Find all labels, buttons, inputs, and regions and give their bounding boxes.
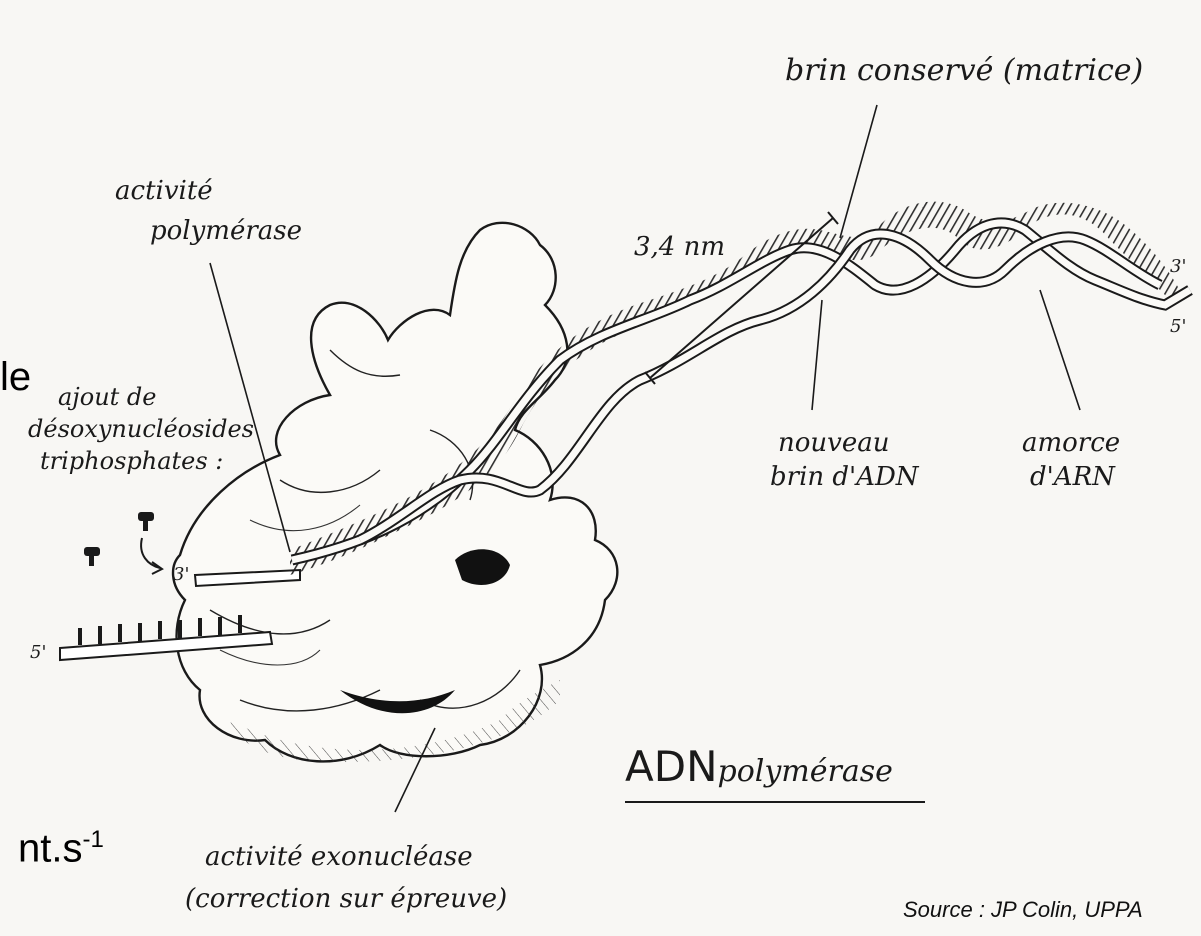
label-primer-1: amorce	[1022, 428, 1120, 458]
overlay-fragment-rate: nt.s-1	[18, 826, 104, 871]
label-exonuclease-2: (correction sur épreuve)	[185, 884, 507, 914]
title-main: ADN	[625, 742, 718, 791]
label-prime5-right: 5'	[1170, 312, 1186, 342]
overlay-fragment-sup: -1	[82, 826, 103, 853]
label-template-strand: brin conservé (matrice)	[785, 56, 1143, 86]
label-nucleotide-addition-2: désoxynucléosides	[28, 414, 254, 444]
label-prime3-left: 3'	[173, 560, 189, 590]
label-new-strand-2: brin d'ADN	[770, 462, 919, 492]
label-exonuclease-1: activité exonucléase	[205, 842, 473, 872]
label-polymerase-activity-1: activité	[115, 176, 213, 206]
source-credit: Source : JP Colin, UPPA	[903, 897, 1143, 923]
nucleotide-symbols	[84, 512, 154, 566]
leader-primer	[1040, 290, 1080, 410]
overlay-fragment-le: le	[0, 355, 31, 400]
title-sub: polymérase	[718, 754, 893, 789]
enzyme-body	[173, 223, 617, 762]
leader-new-strand	[812, 300, 822, 410]
diagram-title: ADNpolymérase	[625, 752, 893, 787]
label-polymerase-activity-2: polymérase	[150, 216, 302, 246]
label-primer-2: d'ARN	[1030, 462, 1115, 492]
label-nucleotide-addition-1: ajout de	[58, 382, 157, 412]
leader-template	[840, 105, 877, 238]
addition-arrow	[141, 538, 160, 568]
label-nucleotide-addition-3: triphosphates :	[40, 446, 223, 476]
label-new-strand-1: nouveau	[778, 428, 889, 458]
label-helix-pitch: 3,4 nm	[634, 232, 725, 262]
overlay-fragment-nts: nt.s	[18, 826, 82, 870]
label-prime3-right: 3'	[1170, 252, 1186, 282]
label-prime5-left: 5'	[30, 638, 46, 668]
